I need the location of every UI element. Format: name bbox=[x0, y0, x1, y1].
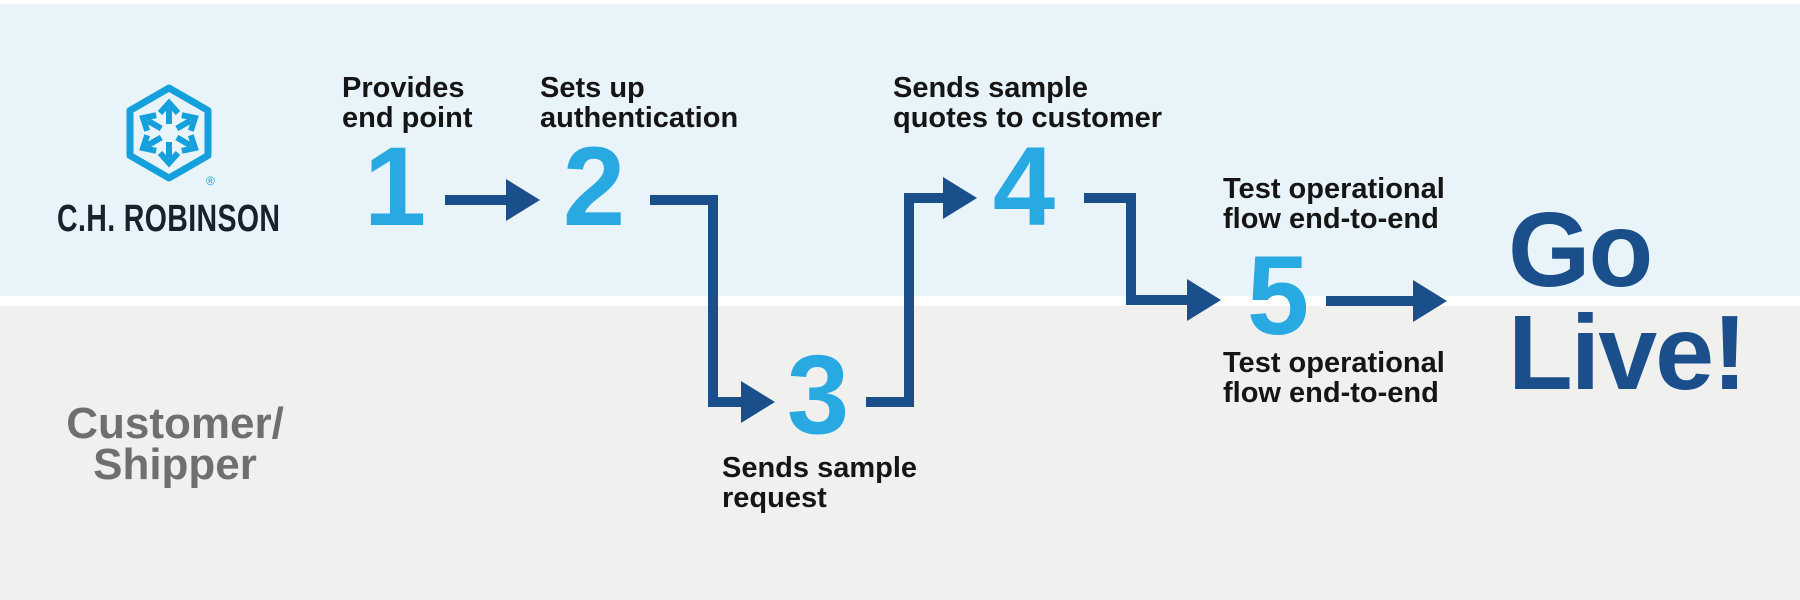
registered-trademark-glyph: ® bbox=[206, 174, 215, 186]
step-2-number: 2 bbox=[562, 124, 626, 249]
step-4-number: 4 bbox=[992, 124, 1056, 249]
step-5-number: 5 bbox=[1246, 233, 1310, 358]
chrobinson-logo-icon: ® bbox=[126, 84, 215, 186]
step-1-label: Provides end point bbox=[342, 72, 473, 134]
step-1-number: 1 bbox=[363, 124, 427, 249]
step-5-label-below: Test operational flow end-to-end bbox=[1223, 347, 1445, 409]
step-4-label: Sends sample quotes to customer bbox=[893, 72, 1163, 134]
step-3-label: Sends sample request bbox=[722, 452, 918, 514]
go-live-text: Go Live! bbox=[1508, 191, 1747, 412]
step-5-label-above: Test operational flow end-to-end bbox=[1223, 173, 1445, 235]
step-2-label: Sets up authentication bbox=[540, 72, 739, 134]
step-3-number: 3 bbox=[786, 332, 850, 457]
customer-shipper-label: Customer/ Shipper bbox=[66, 399, 284, 489]
brand-wordmark: C.H. ROBINSON bbox=[57, 198, 281, 240]
